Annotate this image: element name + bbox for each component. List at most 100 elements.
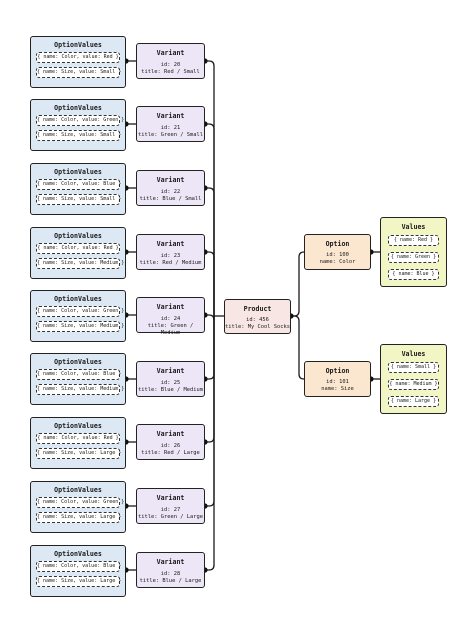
option-value-pill: { name: Color, value: Green } bbox=[36, 497, 124, 508]
option-name: name: Size bbox=[321, 386, 354, 393]
option-value-pill: { name: Color, value: Red } bbox=[36, 52, 120, 63]
option-value-pill: { name: Color, value: Blue } bbox=[36, 561, 121, 572]
option-value-pill: { name: Size, value: Medium } bbox=[36, 384, 124, 395]
variant-title: title: Green / Small bbox=[138, 132, 203, 139]
option-values-node[interactable]: OptionValues { name: Color, value: Green… bbox=[30, 290, 126, 342]
value-pill: { name: Medium } bbox=[388, 379, 439, 390]
option-value-pill: { name: Size, value: Small } bbox=[36, 194, 121, 205]
product-title: title: My Cool Socks bbox=[225, 324, 290, 331]
option-values-node[interactable]: OptionValues { name: Color, value: Blue … bbox=[30, 163, 126, 215]
option-value-pill: { name: Size, value: Small } bbox=[36, 67, 121, 78]
product-id: id: 456 bbox=[246, 317, 269, 323]
values-node-size[interactable]: Values { name: Small } { name: Medium } … bbox=[380, 344, 447, 414]
values-node-color[interactable]: Values { name: Red } { name: Green } { n… bbox=[380, 217, 447, 287]
node-title: Variant bbox=[156, 494, 185, 502]
variant-node[interactable]: Variant id: 26 title: Red / Large bbox=[136, 424, 205, 460]
option-value-pill: { name: Size, value: Medium } bbox=[36, 321, 124, 332]
node-title: OptionValues bbox=[54, 358, 102, 366]
variant-product-connector bbox=[205, 187, 215, 316]
node-title: Variant bbox=[156, 558, 185, 566]
node-title: Product bbox=[243, 305, 272, 313]
option-values-node[interactable]: OptionValues { name: Color, value: Red }… bbox=[30, 36, 126, 88]
option-value-pill: { name: Size, value: Large } bbox=[36, 512, 121, 523]
node-title: Variant bbox=[156, 430, 185, 438]
variant-node[interactable]: Variant id: 24 title: Green / Medium bbox=[136, 297, 205, 336]
variant-product-connector bbox=[205, 316, 215, 507]
value-pill: { name: Green } bbox=[388, 252, 439, 263]
node-title: OptionValues bbox=[54, 295, 102, 303]
option-values-node[interactable]: OptionValues { name: Color, value: Green… bbox=[30, 99, 126, 151]
option-values-node[interactable]: OptionValues { name: Color, value: Red }… bbox=[30, 417, 126, 469]
node-title: OptionValues bbox=[54, 550, 102, 558]
option-value-pill: { name: Size, value: Large } bbox=[36, 576, 121, 587]
variant-id: id: 27 bbox=[160, 507, 181, 513]
variant-node[interactable]: Variant id: 27 title: Green / Large bbox=[136, 488, 205, 524]
node-title: OptionValues bbox=[54, 168, 102, 176]
node-title: OptionValues bbox=[54, 422, 102, 430]
variant-id: id: 24 bbox=[160, 316, 181, 322]
option-id: id: 100 bbox=[326, 252, 349, 258]
node-title: Values bbox=[401, 223, 426, 231]
option-node-color[interactable]: Option id: 100 name: Color bbox=[304, 234, 371, 270]
value-pill: { name: Blue } bbox=[388, 269, 439, 280]
node-title: Option bbox=[325, 240, 350, 248]
variant-id: id: 21 bbox=[160, 125, 181, 131]
option-node-size[interactable]: Option id: 101 name: Size bbox=[304, 361, 371, 397]
node-title: Variant bbox=[156, 367, 185, 375]
product-option-color-connector bbox=[291, 251, 305, 317]
variant-product-connector bbox=[205, 60, 215, 316]
option-values-node[interactable]: OptionValues { name: Color, value: Blue … bbox=[30, 545, 126, 597]
option-value-pill: { name: Size, value: Large } bbox=[36, 448, 121, 459]
option-value-pill: { name: Color, value: Red } bbox=[36, 243, 120, 254]
node-title: Variant bbox=[156, 176, 185, 184]
option-value-pill: { name: Color, value: Green } bbox=[36, 115, 124, 126]
variant-node[interactable]: Variant id: 23 title: Red / Medium bbox=[136, 234, 205, 270]
option-value-pill: { name: Color, value: Blue } bbox=[36, 369, 121, 380]
value-pill: { name: Small } bbox=[388, 362, 439, 373]
node-title: Values bbox=[401, 350, 426, 358]
variant-title: title: Red / Large bbox=[141, 450, 200, 457]
node-title: Variant bbox=[156, 240, 185, 248]
option-values-node[interactable]: OptionValues { name: Color, value: Green… bbox=[30, 481, 126, 533]
variant-node[interactable]: Variant id: 28 title: Blue / Large bbox=[136, 552, 205, 588]
option-value-pill: { name: Color, value: Red } bbox=[36, 433, 120, 444]
connector-wires bbox=[126, 60, 380, 571]
variant-node[interactable]: Variant id: 20 title: Red / Small bbox=[136, 43, 205, 79]
node-title: OptionValues bbox=[54, 486, 102, 494]
node-title: OptionValues bbox=[54, 104, 102, 112]
node-title: OptionValues bbox=[54, 232, 102, 240]
variant-node[interactable]: Variant id: 22 title: Blue / Small bbox=[136, 170, 205, 206]
variant-id: id: 20 bbox=[160, 62, 181, 68]
variant-title: title: Blue / Large bbox=[139, 578, 202, 585]
variant-id: id: 23 bbox=[160, 253, 181, 259]
variant-product-connector bbox=[205, 316, 215, 571]
variant-product-connector bbox=[205, 316, 215, 380]
option-value-pill: { name: Size, value: Medium } bbox=[36, 258, 124, 269]
variant-node[interactable]: Variant id: 21 title: Green / Small bbox=[136, 106, 205, 142]
option-values-node[interactable]: OptionValues { name: Color, value: Red }… bbox=[30, 227, 126, 279]
node-title: Option bbox=[325, 367, 350, 375]
variant-title: title: Blue / Medium bbox=[138, 387, 203, 394]
option-name: name: Color bbox=[319, 259, 356, 266]
product-node[interactable]: Product id: 456 title: My Cool Socks bbox=[224, 299, 291, 334]
variant-id: id: 28 bbox=[160, 571, 181, 577]
node-title: Variant bbox=[156, 112, 185, 120]
variant-product-connector bbox=[205, 123, 215, 316]
variant-title: title: Red / Medium bbox=[139, 260, 202, 267]
node-title: Variant bbox=[156, 303, 185, 311]
option-values-node[interactable]: OptionValues { name: Color, value: Blue … bbox=[30, 353, 126, 405]
option-value-pill: { name: Size, value: Small } bbox=[36, 130, 121, 141]
variant-id: id: 26 bbox=[160, 443, 181, 449]
product-option-size-connector bbox=[291, 315, 305, 380]
variant-title: title: Red / Small bbox=[141, 69, 200, 76]
node-title: OptionValues bbox=[54, 41, 102, 49]
variant-id: id: 25 bbox=[160, 380, 181, 386]
variant-node[interactable]: Variant id: 25 title: Blue / Medium bbox=[136, 361, 205, 397]
option-value-pill: { name: Color, value: Green } bbox=[36, 306, 124, 317]
variant-title: title: Green / Medium bbox=[147, 323, 194, 337]
variant-title: title: Green / Large bbox=[138, 514, 203, 521]
variant-id: id: 22 bbox=[160, 189, 181, 195]
option-value-pill: { name: Color, value: Blue } bbox=[36, 179, 121, 190]
value-pill: { name: Red } bbox=[388, 235, 439, 246]
